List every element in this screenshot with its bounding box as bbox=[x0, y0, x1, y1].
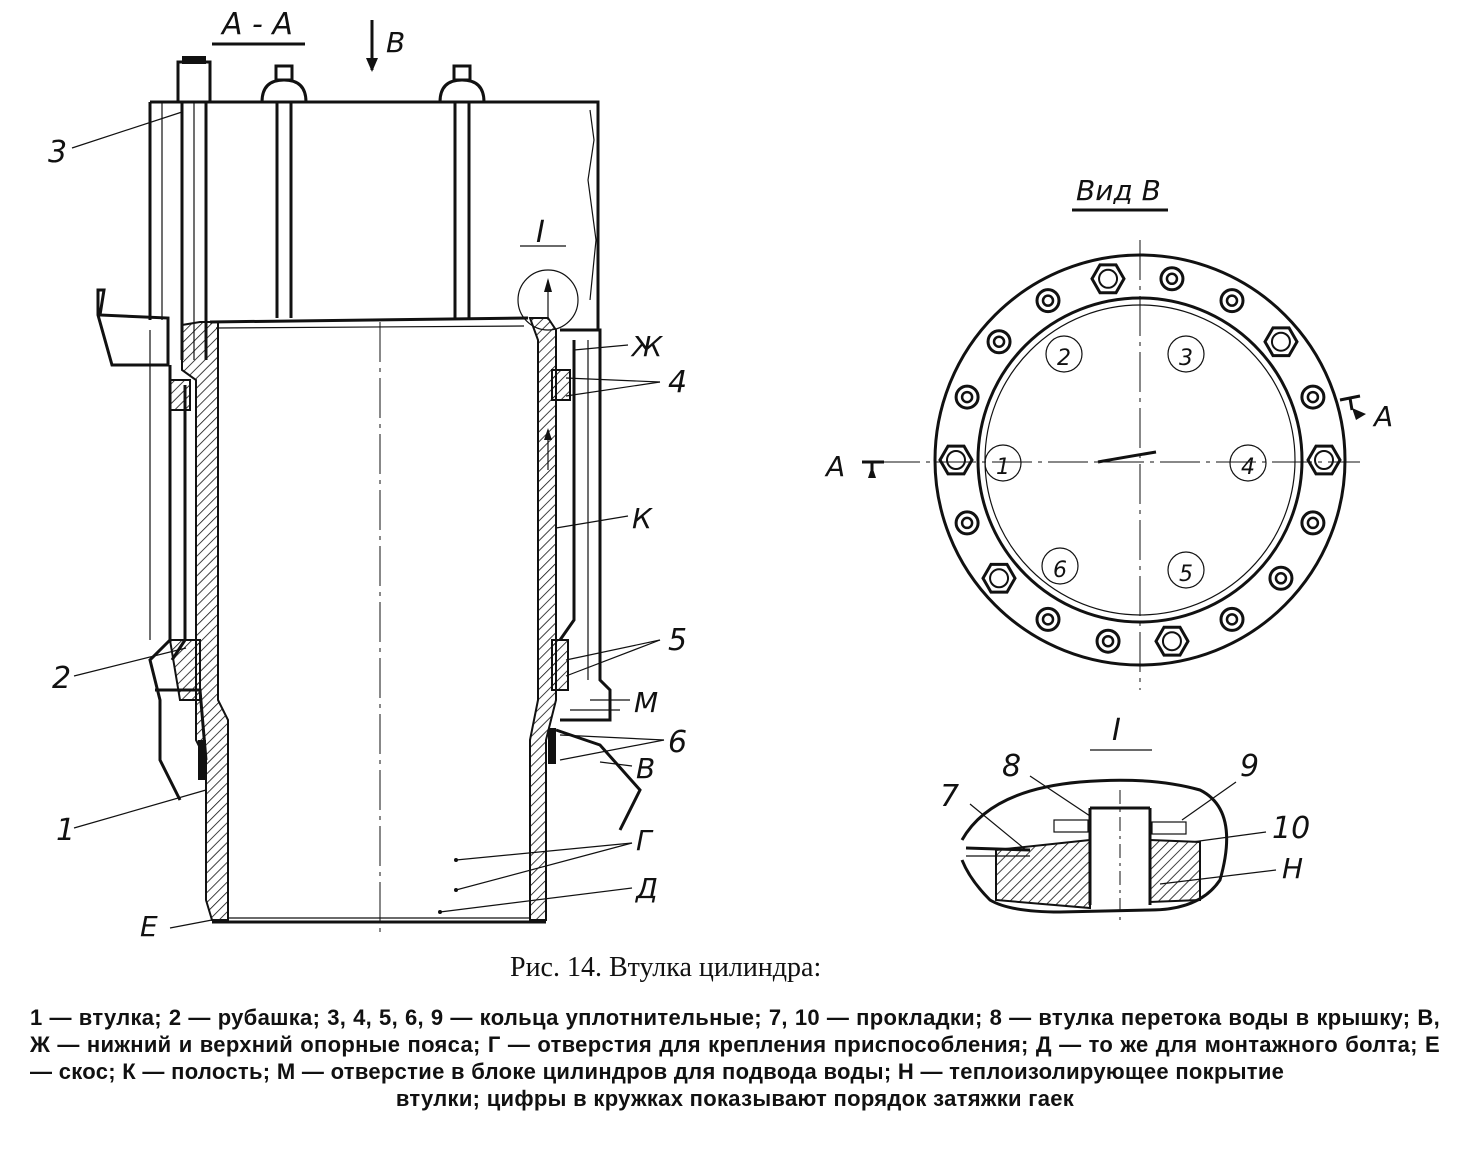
bolt-hole bbox=[1035, 288, 1061, 314]
svg-text:1: 1 bbox=[996, 455, 1010, 480]
bolt-hole bbox=[1035, 606, 1061, 632]
callout-2: 2 bbox=[52, 661, 71, 696]
stud-nut bbox=[1154, 625, 1190, 657]
bolt-hole bbox=[1095, 628, 1121, 654]
stud-nut bbox=[1090, 263, 1126, 295]
head-stud-2 bbox=[260, 64, 308, 318]
callout-1: 1 bbox=[56, 813, 75, 848]
section-aa-title: А - А bbox=[220, 7, 293, 42]
view-b-title: Вид В bbox=[1076, 174, 1161, 207]
figure-caption: Рис. 14. Втулка цилиндра: bbox=[510, 952, 822, 983]
section-aa: А - А В bbox=[48, 7, 687, 943]
callout-6: 6 bbox=[668, 725, 687, 760]
order-2: 2 bbox=[1045, 335, 1083, 373]
figure-legend: 1 — втулка; 2 — рубашка; 3, 4, 5, 6, 9 —… bbox=[30, 1004, 1440, 1112]
callout-8: 8 bbox=[1002, 749, 1021, 784]
svg-text:5: 5 bbox=[1179, 562, 1193, 587]
callout-3: 3 bbox=[48, 135, 67, 170]
legend-body: 1 — втулка; 2 — рубашка; 3, 4, 5, 6, 9 —… bbox=[30, 1005, 1440, 1084]
order-6: 6 bbox=[1041, 547, 1079, 585]
stud-nut bbox=[1263, 326, 1299, 358]
section-mark-a-left: А bbox=[824, 450, 845, 483]
callout-9: 9 bbox=[1240, 749, 1259, 784]
callout-v: В bbox=[636, 752, 655, 785]
callout-7: 7 bbox=[940, 779, 959, 814]
head-stud-1 bbox=[176, 56, 212, 360]
flange-bolt-holes bbox=[938, 263, 1342, 657]
detail-i-marker: I bbox=[536, 215, 545, 250]
callout-4: 4 bbox=[668, 365, 687, 400]
bolt-hole bbox=[1300, 510, 1326, 536]
stud-nut bbox=[938, 444, 974, 476]
cylinder-liner-drawing: А - А В bbox=[48, 7, 1393, 943]
callout-e: Е bbox=[140, 910, 158, 943]
callout-m: М bbox=[634, 686, 658, 719]
stud-nut bbox=[981, 562, 1017, 594]
bolt-hole bbox=[986, 329, 1012, 355]
order-1: 1 bbox=[984, 444, 1022, 482]
order-5: 5 bbox=[1167, 551, 1205, 589]
stud-nut bbox=[1306, 444, 1342, 476]
bolt-hole bbox=[1219, 288, 1245, 314]
detail-i-title: I bbox=[1112, 713, 1121, 748]
liner-left-wall bbox=[181, 321, 229, 921]
view-b: Вид В А А 1 2 3 4 5 6 bbox=[824, 174, 1393, 690]
callout-10: 10 bbox=[1272, 811, 1310, 846]
section-mark-a-right: А bbox=[1372, 400, 1393, 433]
section-aa-leaders bbox=[71, 111, 665, 929]
bolt-hole bbox=[1159, 266, 1185, 292]
order-3: 3 bbox=[1167, 335, 1205, 373]
bolt-hole bbox=[1268, 565, 1294, 591]
liner-right-wall bbox=[528, 317, 557, 921]
svg-text:2: 2 bbox=[1057, 346, 1071, 371]
bolt-hole bbox=[954, 384, 980, 410]
svg-text:6: 6 bbox=[1053, 558, 1067, 583]
bolt-hole bbox=[1300, 384, 1326, 410]
callout-d: Д bbox=[634, 872, 658, 905]
svg-text:3: 3 bbox=[1179, 346, 1193, 371]
order-4: 4 bbox=[1229, 444, 1267, 482]
callout-g: Г bbox=[636, 824, 654, 857]
svg-text:4: 4 bbox=[1241, 455, 1255, 480]
callout-k: К bbox=[632, 502, 653, 535]
bolt-hole bbox=[954, 510, 980, 536]
detail-i: I 7 8 9 10 Н bbox=[940, 713, 1310, 920]
callout-5: 5 bbox=[668, 623, 687, 658]
callout-zh: Ж bbox=[630, 330, 664, 363]
head-stud-3 bbox=[438, 64, 486, 318]
tightening-order: 1 2 3 4 5 6 bbox=[984, 335, 1267, 589]
callout-n: Н bbox=[1282, 852, 1303, 885]
legend-last-line: втулки; цифры в кружках показывают поряд… bbox=[395, 1086, 1075, 1111]
bolt-hole bbox=[1219, 606, 1245, 632]
view-arrow-label: В bbox=[386, 26, 405, 59]
